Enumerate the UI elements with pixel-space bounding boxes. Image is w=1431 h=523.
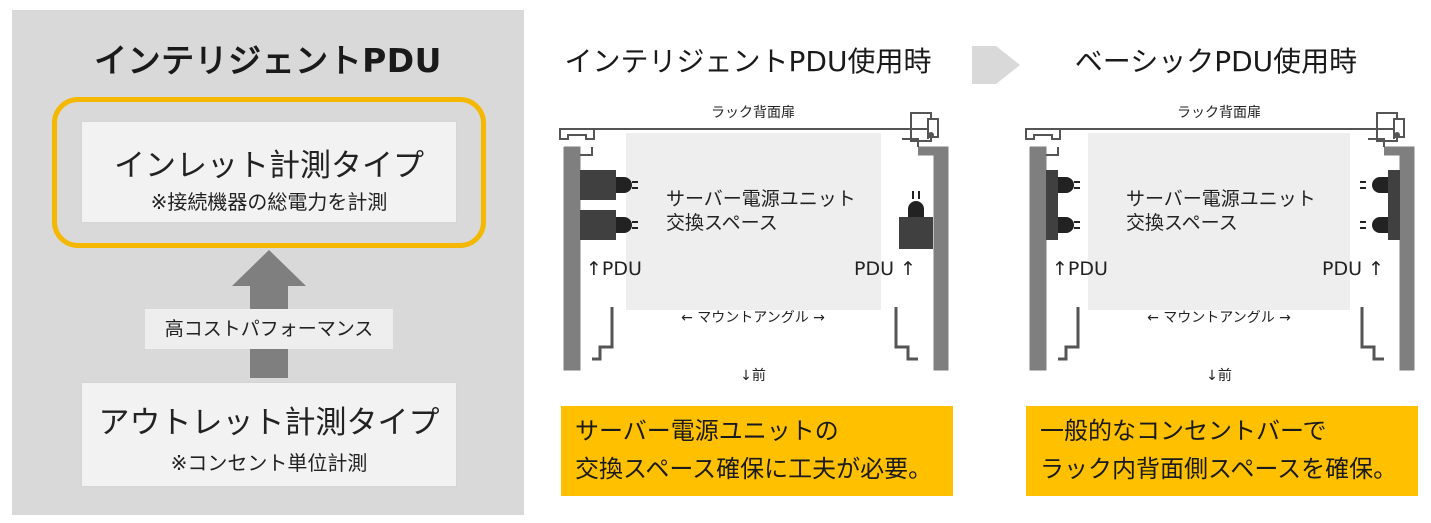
replacement-space-label-1: サーバー電源ユニット — [666, 188, 856, 210]
right-arrow-icon — [972, 46, 1020, 84]
mount-angle-label: ← マウントアングル → — [681, 310, 825, 326]
inlet-measurement-card: インレット計測タイプ ※接続機器の総電力を計測 — [82, 122, 456, 222]
replacement-space-label-2: 交換スペース — [666, 212, 778, 234]
right-mount-angle — [894, 307, 918, 361]
left-rack-rail — [1029, 146, 1047, 371]
right-plug-icon — [908, 191, 924, 217]
right-pdu-label: PDU ↑ — [854, 258, 916, 280]
note-line-2: 交換スペース確保に工夫が必要。 — [575, 455, 933, 483]
left-pdu-label: ↑PDU — [1052, 258, 1108, 280]
note-line-1: 一般的なコンセントバーで — [1040, 417, 1327, 445]
right-mount-angle — [1360, 307, 1384, 361]
left-plug-icons — [1058, 177, 1080, 233]
rack-door-label: ラック背面扉 — [1177, 105, 1261, 121]
mount-angle-label: ← マウントアングル → — [1147, 310, 1291, 326]
right-pdu-block — [899, 217, 933, 249]
right-rack-rail — [918, 146, 949, 371]
right-plug-icons — [1360, 177, 1388, 233]
left-plug-icons — [616, 177, 638, 233]
inlet-card-title: インレット計測タイプ — [114, 148, 424, 184]
front-label: ↓前 — [1206, 367, 1232, 384]
left-pdu-block-top — [580, 170, 616, 200]
basic-pdu-note: 一般的なコンセントバーで ラック内背面側スペースを確保。 — [1026, 406, 1418, 496]
note-line-2: ラック内背面側スペースを確保。 — [1040, 455, 1398, 483]
intelligent-rack-diagram: ラック背面扉 サーバー電源ユニット 交換スペース ↑PDU PDU ↑ ← マウ… — [559, 105, 949, 384]
left-pdu-block-bottom — [580, 210, 616, 240]
outlet-card-subtitle: ※コンセント単位計測 — [170, 451, 368, 475]
rack-door-label: ラック背面扉 — [711, 105, 795, 121]
replacement-space-area — [626, 133, 881, 310]
right-outlet-bar — [1388, 170, 1400, 240]
right-pdu-label: PDU ↑ — [1322, 258, 1384, 280]
replacement-space-area — [1088, 133, 1350, 310]
front-label: ↓前 — [740, 367, 766, 384]
left-panel-title: インテリジェントPDU — [94, 41, 442, 80]
cost-performance-label: 高コストパフォーマンス — [145, 309, 393, 349]
note-line-1: サーバー電源ユニットの — [575, 417, 839, 445]
left-outlet-bar — [1046, 170, 1058, 240]
intelligent-pdu-note: サーバー電源ユニットの 交換スペース確保に工夫が必要。 — [561, 406, 953, 496]
replacement-space-label-2: 交換スペース — [1126, 212, 1238, 234]
left-mount-angle — [592, 307, 614, 361]
outlet-card-title: アウトレット計測タイプ — [98, 405, 440, 441]
left-rack-rail — [563, 146, 581, 371]
replacement-space-label-1: サーバー電源ユニット — [1126, 188, 1316, 210]
intelligent-pdu-heading: インテリジェントPDU使用時 — [564, 45, 932, 78]
inlet-highlight-ring — [52, 97, 486, 248]
left-pdu-label: ↑PDU — [586, 258, 642, 280]
inlet-card-subtitle: ※接続機器の総電力を計測 — [150, 190, 388, 214]
right-rack-rail — [1384, 146, 1415, 371]
outlet-measurement-card: アウトレット計測タイプ ※コンセント単位計測 — [82, 383, 456, 486]
basic-rack-diagram: ラック背面扉 サーバー電源ユニット 交換スペース ↑PDU PDU ↑ ← マウ… — [1025, 105, 1415, 384]
basic-pdu-heading: ベーシックPDU使用時 — [1074, 45, 1358, 78]
left-mount-angle — [1058, 307, 1080, 361]
